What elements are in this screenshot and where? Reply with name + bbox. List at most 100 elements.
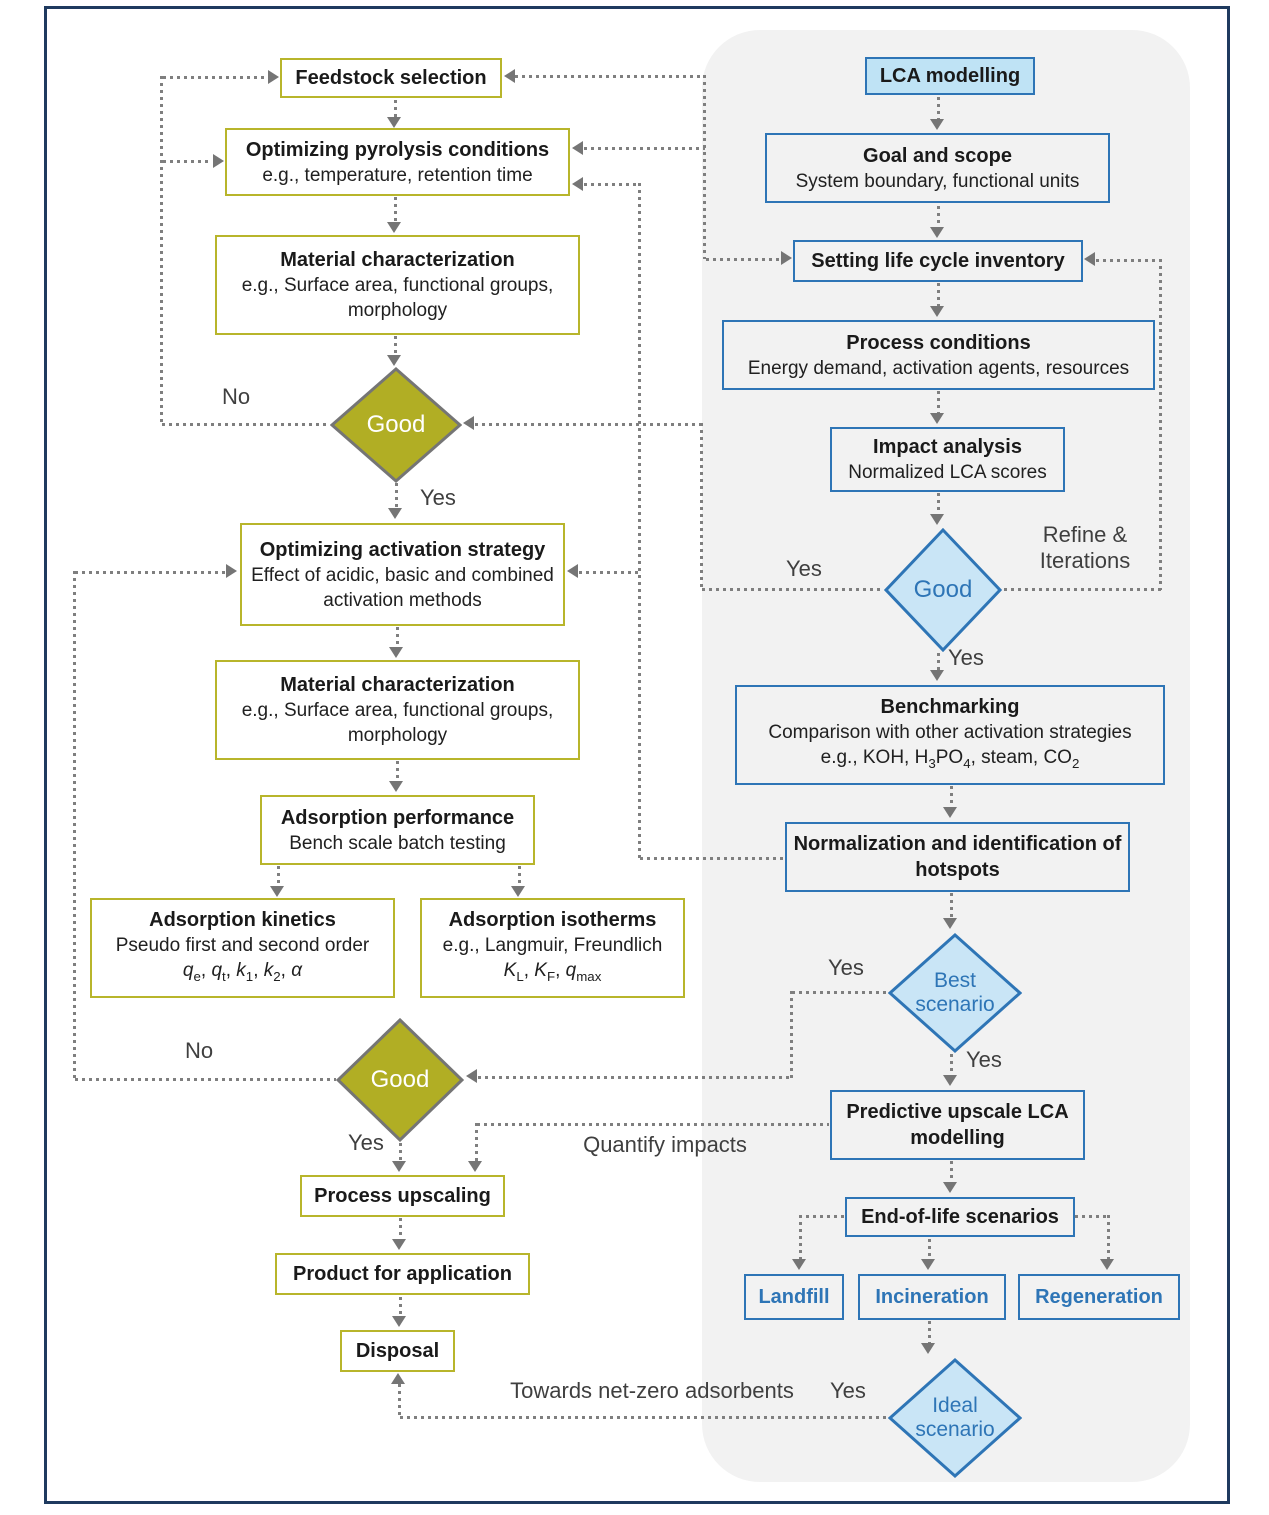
node-subtitle: Pseudo first and second order [115,935,370,957]
connector-normalization-to-best [950,893,953,919]
connector-quantify-impacts [475,1123,478,1162]
node-title: Disposal [355,1340,440,1362]
node-landfill: Landfill [744,1274,844,1320]
arrowhead [391,1373,405,1384]
edge-label-yes-best-left: Yes [828,955,864,980]
decision-ideal-scenario: Ideal scenario [888,1358,1022,1478]
connector-best-yes-to-predictive [950,1054,953,1076]
node-subtitle: Bench scale batch testing [289,832,506,854]
arrowhead [511,886,525,897]
connector-feedback-to-activation [579,571,640,574]
arrowhead [388,508,402,519]
node-subtitle: e.g., Surface area, functional groups, m… [241,275,554,321]
arrowhead [387,355,401,366]
connector-lci-feedstock-link [515,75,705,78]
connector-into-pyrolysis-upper [584,147,705,150]
node-title: Normalization and identification of hots… [793,833,1122,881]
arrowhead [268,70,279,84]
node-product-for-application: Product for application [275,1253,530,1295]
connector-good2-no-loop [73,571,76,1079]
connector-good2-no-to-activation [75,571,227,574]
node-title: Optimizing pyrolysis conditions [245,138,550,161]
arrowhead [504,69,515,83]
node-title: LCA modelling [879,65,1021,87]
connector-eol-to-regeneration [1075,1215,1110,1218]
connector-matchar1-to-good1 [394,336,397,356]
node-lca-modelling: LCA modelling [865,57,1035,95]
connector-lca-to-goal [937,97,940,119]
decision-best-scenario: Best scenario [888,933,1022,1053]
connector-adsperf-to-isotherms [518,866,521,886]
connector-best-yes-to-good2 [790,991,793,1078]
node-predictive-upscale-lca: Predictive upscale LCA modelling [830,1090,1085,1160]
node-disposal: Disposal [340,1330,455,1372]
arrowhead [468,1161,482,1172]
node-title: Product for application [293,1263,512,1285]
arrowhead [781,251,792,265]
node-subtitle: e.g., temperature, retention time [262,164,533,186]
arrowhead [930,670,944,681]
diamond-shape [888,933,1022,1053]
node-goal-and-scope: Goal and scope System boundary, function… [765,133,1110,203]
node-process-upscaling: Process upscaling [300,1175,505,1217]
node-subtitle: System boundary, functional units [795,170,1080,192]
edge-label-yes-good1: Yes [420,485,456,510]
arrowhead [392,1161,406,1172]
arrowhead [943,1075,957,1086]
node-adsorption-performance: Adsorption performance Bench scale batch… [260,795,535,865]
node-subtitle: e.g., Langmuir, Freundlich [442,935,663,957]
connector-processcond-to-impact [937,391,940,414]
node-title: Impact analysis [873,436,1022,458]
arrowhead [270,886,284,897]
node-formula: KL, KF, qmax [503,960,602,984]
node-end-of-life-scenarios: End-of-life scenarios [845,1197,1075,1237]
diamond-shape [884,528,1002,652]
edge-label-towards-net-zero: Towards net-zero adsorbents [510,1378,794,1403]
arrowhead [1084,252,1095,266]
edge-label-yes-goodlca-down: Yes [948,645,984,670]
node-title: Feedstock selection [295,67,487,89]
node-title: Process conditions [846,331,1031,354]
node-normalization-hotspots: Normalization and identification of hots… [785,822,1130,892]
connector-goodlca-yes-to-good1 [475,423,702,426]
arrowhead [792,1259,806,1270]
diamond-shape [330,367,462,483]
arrowhead [392,1316,406,1327]
node-material-characterization-1: Material characterization e.g., Surface … [215,235,580,335]
arrowhead [572,141,583,155]
connector-good1-no-loop [160,76,163,424]
connector-goodlca-yes-to-benchmarking [937,653,940,671]
arrowhead [930,413,944,424]
connector-incineration-to-ideal [928,1321,931,1344]
connector-refine-loop [1159,259,1162,590]
node-adsorption-kinetics: Adsorption kinetics Pseudo first and sec… [90,898,395,998]
connector-good1-no-to-pyrolysis [163,160,212,163]
connector-adsperf-to-kinetics [277,866,280,886]
edge-label-no-good2: No [185,1038,214,1063]
connector-eol-to-landfill [799,1215,845,1218]
node-life-cycle-inventory: Setting life cycle inventory [793,240,1083,282]
node-title: Process upscaling [314,1185,491,1207]
connector-normalization-feedback [640,857,785,860]
connector-ideal-yes-to-disposal [398,1384,401,1416]
edge-label-yes-good2: Yes [348,1130,384,1155]
arrowhead [213,154,224,168]
diamond-shape [888,1358,1022,1478]
node-title: Adsorption kinetics [149,909,336,932]
decision-good-2: Good [336,1018,464,1142]
edge-label-yes-goodlca-left: Yes [786,556,822,581]
arrowhead [463,416,474,430]
connector-lci-feedstock-link [703,75,706,259]
arrowhead [226,564,237,578]
decision-good-1: Good [330,367,462,483]
arrowhead [1100,1259,1114,1270]
connector-eol-to-incineration [928,1239,931,1260]
arrowhead [943,1182,957,1193]
decision-label: Good [370,1066,430,1093]
edge-label-no-good1: No [222,384,251,409]
edge-label-yes-best-down: Yes [966,1047,1002,1072]
connector-impact-to-goodlca [937,493,940,515]
decision-label: Good [913,576,973,603]
node-title: Regeneration [1035,1286,1163,1308]
connector-eol-to-landfill [799,1215,802,1260]
